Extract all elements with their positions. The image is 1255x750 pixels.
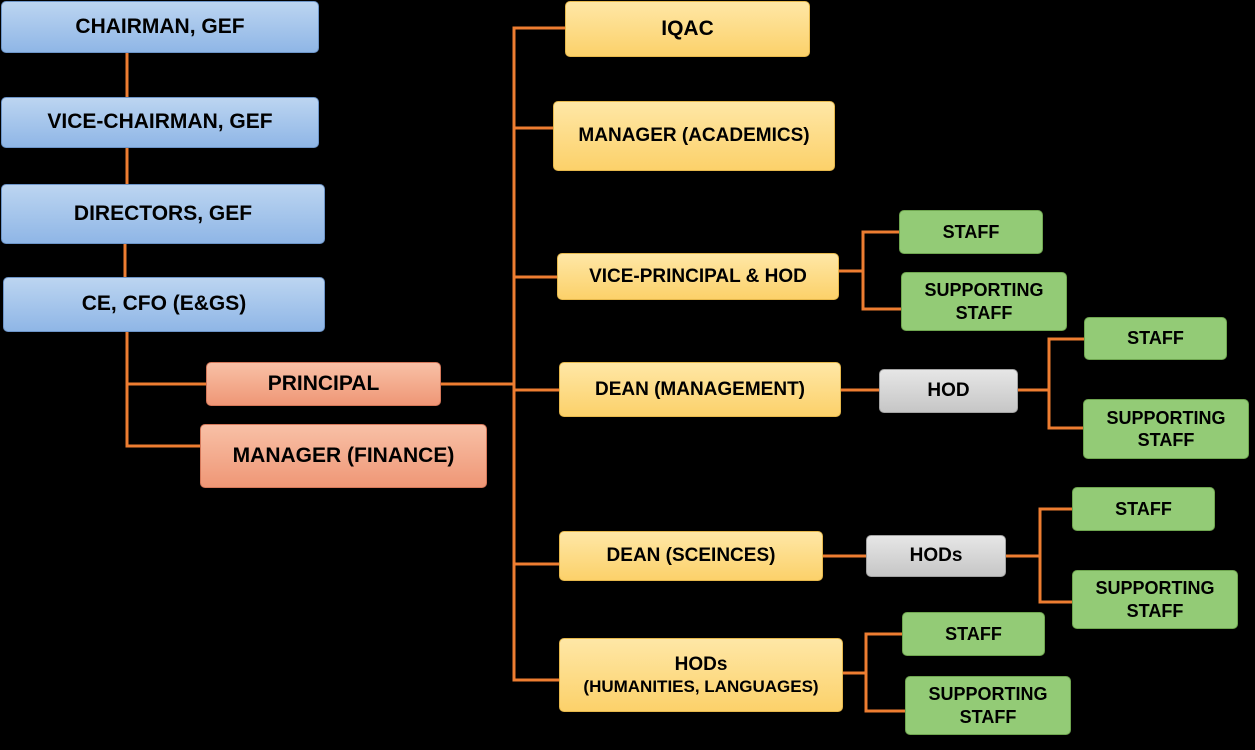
hum-supporting-staff-box: SUPPORTING STAFF: [905, 676, 1071, 735]
mgmt-staff-label: STAFF: [1127, 328, 1184, 349]
sciences-hods-box: HODs: [866, 535, 1006, 577]
iqac-label: IQAC: [661, 16, 714, 40]
mgmt-supporting-line1: SUPPORTING: [1106, 407, 1226, 428]
sci-supporting-line1: SUPPORTING: [1095, 578, 1215, 598]
vp-supporting-line2: STAFF: [955, 302, 1013, 323]
directors-box: DIRECTORS, GEF: [1, 184, 325, 244]
manager-finance-box: MANAGER (FINANCE): [200, 424, 487, 488]
sci-supporting-staff-box: SUPPORTING STAFF: [1072, 570, 1238, 629]
directors-label: DIRECTORS, GEF: [73, 201, 253, 225]
vp-staff-label: STAFF: [942, 221, 1000, 242]
dean-sciences-box: DEAN (SCEINCES): [559, 531, 823, 581]
vice-chairman-box: VICE-CHAIRMAN, GEF: [1, 97, 319, 148]
hum-supporting-line2: STAFF: [959, 706, 1017, 727]
hods-humanities-label: HODs: [674, 653, 728, 675]
principal-label: PRINCIPAL: [267, 371, 380, 395]
vice-principal-label: VICE-PRINCIPAL & HOD: [589, 265, 807, 287]
principal-box: PRINCIPAL: [206, 362, 441, 406]
vice-chairman-label: VICE-CHAIRMAN, GEF: [47, 110, 273, 134]
hods-humanities-box: HODs (HUMANITIES, LANGUAGES): [559, 638, 843, 712]
ce-cfo-label: CE, CFO (E&GS): [81, 292, 247, 316]
dean-management-label: DEAN (MANAGEMENT): [594, 378, 806, 400]
sci-staff-box: STAFF: [1072, 487, 1215, 531]
mgmt-staff-box: STAFF: [1084, 317, 1227, 360]
hods-humanities-sublabel: (HUMANITIES, LANGUAGES): [583, 677, 819, 697]
vp-supporting-line1: SUPPORTING: [924, 280, 1044, 300]
ce-cfo-box: CE, CFO (E&GS): [3, 277, 325, 332]
manager-finance-label: MANAGER (FINANCE): [232, 443, 455, 467]
mgmt-supporting-line2: STAFF: [1137, 430, 1195, 450]
sci-staff-label: STAFF: [1115, 498, 1172, 519]
mgmt-supporting-staff-box: SUPPORTING STAFF: [1083, 399, 1249, 459]
sci-supporting-line2: STAFF: [1126, 600, 1184, 621]
dean-sciences-label: DEAN (SCEINCES): [606, 545, 776, 567]
vice-principal-box: VICE-PRINCIPAL & HOD: [557, 253, 839, 300]
manager-academics-box: MANAGER (ACADEMICS): [553, 101, 835, 171]
manager-academics-label: MANAGER (ACADEMICS): [578, 125, 810, 147]
management-hod-box: HOD: [879, 369, 1018, 413]
hum-supporting-line1: SUPPORTING: [928, 684, 1048, 704]
chairman-box: CHAIRMAN, GEF: [1, 1, 319, 53]
sciences-hods-label: HODs: [909, 545, 963, 567]
management-hod-label: HOD: [927, 380, 970, 402]
chairman-label: CHAIRMAN, GEF: [75, 14, 245, 38]
dean-management-box: DEAN (MANAGEMENT): [559, 362, 841, 417]
vp-supporting-staff-box: SUPPORTING STAFF: [901, 272, 1067, 331]
hum-staff-label: STAFF: [945, 623, 1002, 644]
iqac-box: IQAC: [565, 1, 810, 57]
hum-staff-box: STAFF: [902, 612, 1045, 656]
vp-staff-box: STAFF: [899, 210, 1043, 254]
